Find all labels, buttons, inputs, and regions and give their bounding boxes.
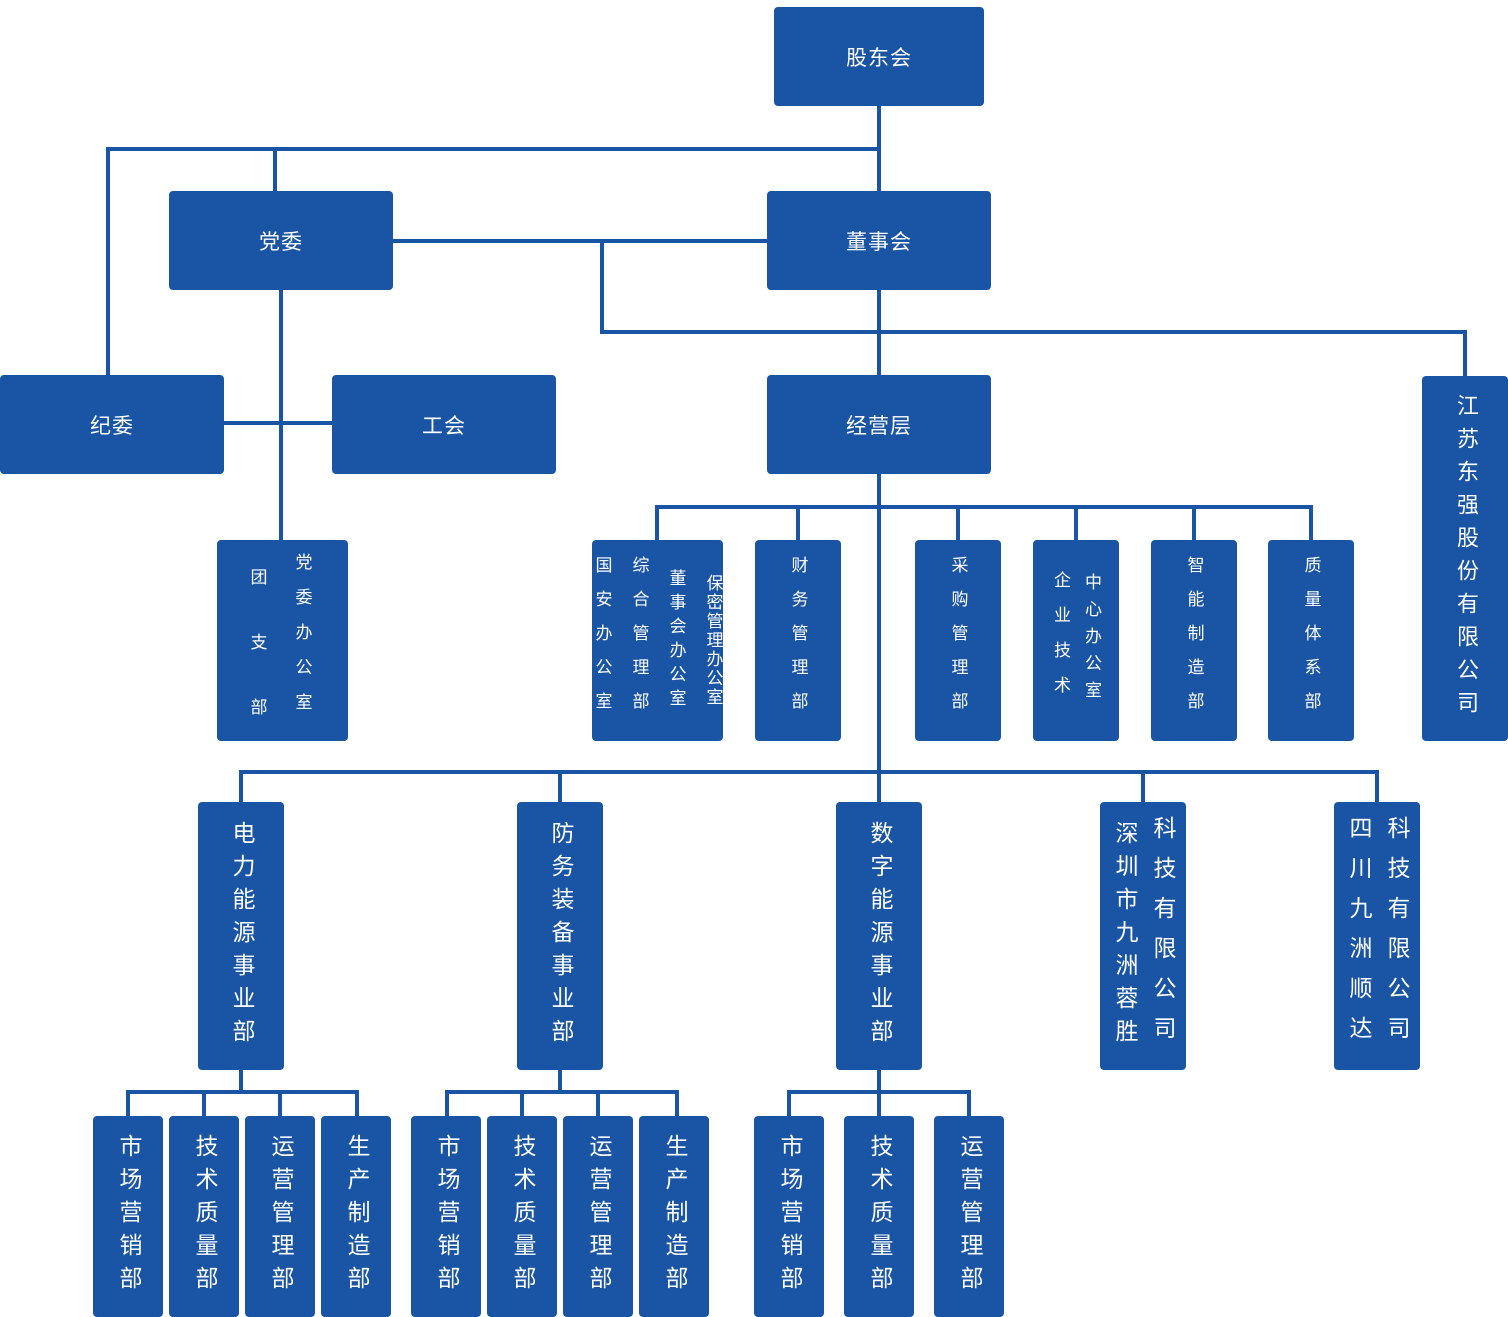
node-bu-defense-equipment[interactable]: 防务装备事业部 <box>517 802 603 1070</box>
node-board[interactable]: 董事会 <box>767 191 991 290</box>
node-union[interactable]: 工会 <box>332 375 556 474</box>
node-label: 综合管理部 <box>628 555 649 726</box>
node-dept-tech-center-office[interactable]: 中心办公室 企业技术 <box>1033 540 1119 741</box>
node-dept-admin-group[interactable]: 保密管理办公室 董事会办公室 综合管理部 国安办公室 <box>592 540 723 741</box>
node-label: 深圳市九洲蓉胜 <box>1111 820 1137 1052</box>
node-shareholders[interactable]: 股东会 <box>774 7 984 106</box>
node-label: 董事会 <box>846 229 912 254</box>
char: 部 <box>250 698 268 718</box>
node-bu1-marketing[interactable]: 市场营销部 <box>93 1116 163 1317</box>
node-label: 工会 <box>422 413 466 438</box>
node-sub-sichuan-jiuzhou-shunda[interactable]: 科技有限公司 四川九洲顺达 <box>1334 802 1420 1070</box>
node-dept-finance[interactable]: 财务管理部 <box>755 540 841 741</box>
node-bu2-operations[interactable]: 运营管理部 <box>563 1116 633 1317</box>
node-bu2-production[interactable]: 生产制造部 <box>639 1116 709 1317</box>
node-label: 运营管理部 <box>956 1134 982 1299</box>
node-label: 企业技术 <box>1050 570 1070 711</box>
node-label-party-office: 党委办公室 <box>291 553 312 728</box>
node-bu2-tech-quality[interactable]: 技术质量部 <box>487 1116 557 1317</box>
node-label: 质量体系部 <box>1300 555 1321 726</box>
char: 团 <box>250 568 268 588</box>
node-label: 数字能源事业部 <box>866 820 892 1052</box>
node-bu3-tech-quality[interactable]: 技术质量部 <box>844 1116 914 1317</box>
node-sub-shenzhen-jiuzhou-rongsheng[interactable]: 科技有限公司 深圳市九洲蓉胜 <box>1100 802 1186 1070</box>
node-label: 四川九洲顺达 <box>1345 816 1371 1056</box>
node-label: 财务管理部 <box>787 555 808 726</box>
node-label: 市场营销部 <box>115 1134 141 1299</box>
node-label: 采购管理部 <box>947 555 968 726</box>
node-label: 科技有限公司 <box>1383 816 1409 1056</box>
node-party-committee[interactable]: 党委 <box>169 191 393 290</box>
node-label-youth-league: 团支部 <box>251 563 268 718</box>
node-label: 董事会办公室 <box>665 568 686 713</box>
node-label: 防务装备事业部 <box>547 820 573 1052</box>
node-label: 保密管理办公室 <box>702 574 723 707</box>
node-bu3-operations[interactable]: 运营管理部 <box>934 1116 1004 1317</box>
node-bu3-marketing[interactable]: 市场营销部 <box>754 1116 824 1317</box>
node-management[interactable]: 经营层 <box>767 375 991 474</box>
node-bu-digital-energy[interactable]: 数字能源事业部 <box>836 802 922 1070</box>
node-label: 运营管理部 <box>585 1134 611 1299</box>
node-bu1-tech-quality[interactable]: 技术质量部 <box>169 1116 239 1317</box>
node-label: 股东会 <box>846 45 912 70</box>
node-label: 运营管理部 <box>267 1134 293 1299</box>
node-label: 党委 <box>259 229 303 254</box>
node-dept-smart-manufacturing[interactable]: 智能制造部 <box>1151 540 1237 741</box>
node-label: 经营层 <box>846 413 912 438</box>
node-bu1-production[interactable]: 生产制造部 <box>321 1116 391 1317</box>
node-label: 纪委 <box>90 413 134 438</box>
node-label: 技术质量部 <box>191 1134 217 1299</box>
node-label: 中心办公室 <box>1081 573 1101 708</box>
node-label: 市场营销部 <box>433 1134 459 1299</box>
node-jiangsu-subsidiary[interactable]: 江苏东强股份有限公司 <box>1422 376 1508 741</box>
node-label: 科技有限公司 <box>1149 816 1175 1056</box>
node-label: 国安办公室 <box>591 555 612 726</box>
node-discipline-committee[interactable]: 纪委 <box>0 375 224 474</box>
node-label: 生产制造部 <box>661 1134 687 1299</box>
node-label: 技术质量部 <box>866 1134 892 1299</box>
node-label: 电力能源事业部 <box>228 820 254 1052</box>
node-label: 江苏东强股份有限公司 <box>1453 393 1478 724</box>
node-label: 市场营销部 <box>776 1134 802 1299</box>
char: 支 <box>250 633 268 653</box>
node-label: 技术质量部 <box>509 1134 535 1299</box>
node-dept-procurement[interactable]: 采购管理部 <box>915 540 1001 741</box>
node-label: 智能制造部 <box>1183 555 1204 726</box>
node-label: 生产制造部 <box>343 1134 369 1299</box>
node-bu2-marketing[interactable]: 市场营销部 <box>411 1116 481 1317</box>
node-bu1-operations[interactable]: 运营管理部 <box>245 1116 315 1317</box>
node-dept-quality-system[interactable]: 质量体系部 <box>1268 540 1354 741</box>
node-bu-power-energy[interactable]: 电力能源事业部 <box>198 802 284 1070</box>
node-party-office-youth-league[interactable]: 党委办公室 团支部 <box>217 540 348 741</box>
